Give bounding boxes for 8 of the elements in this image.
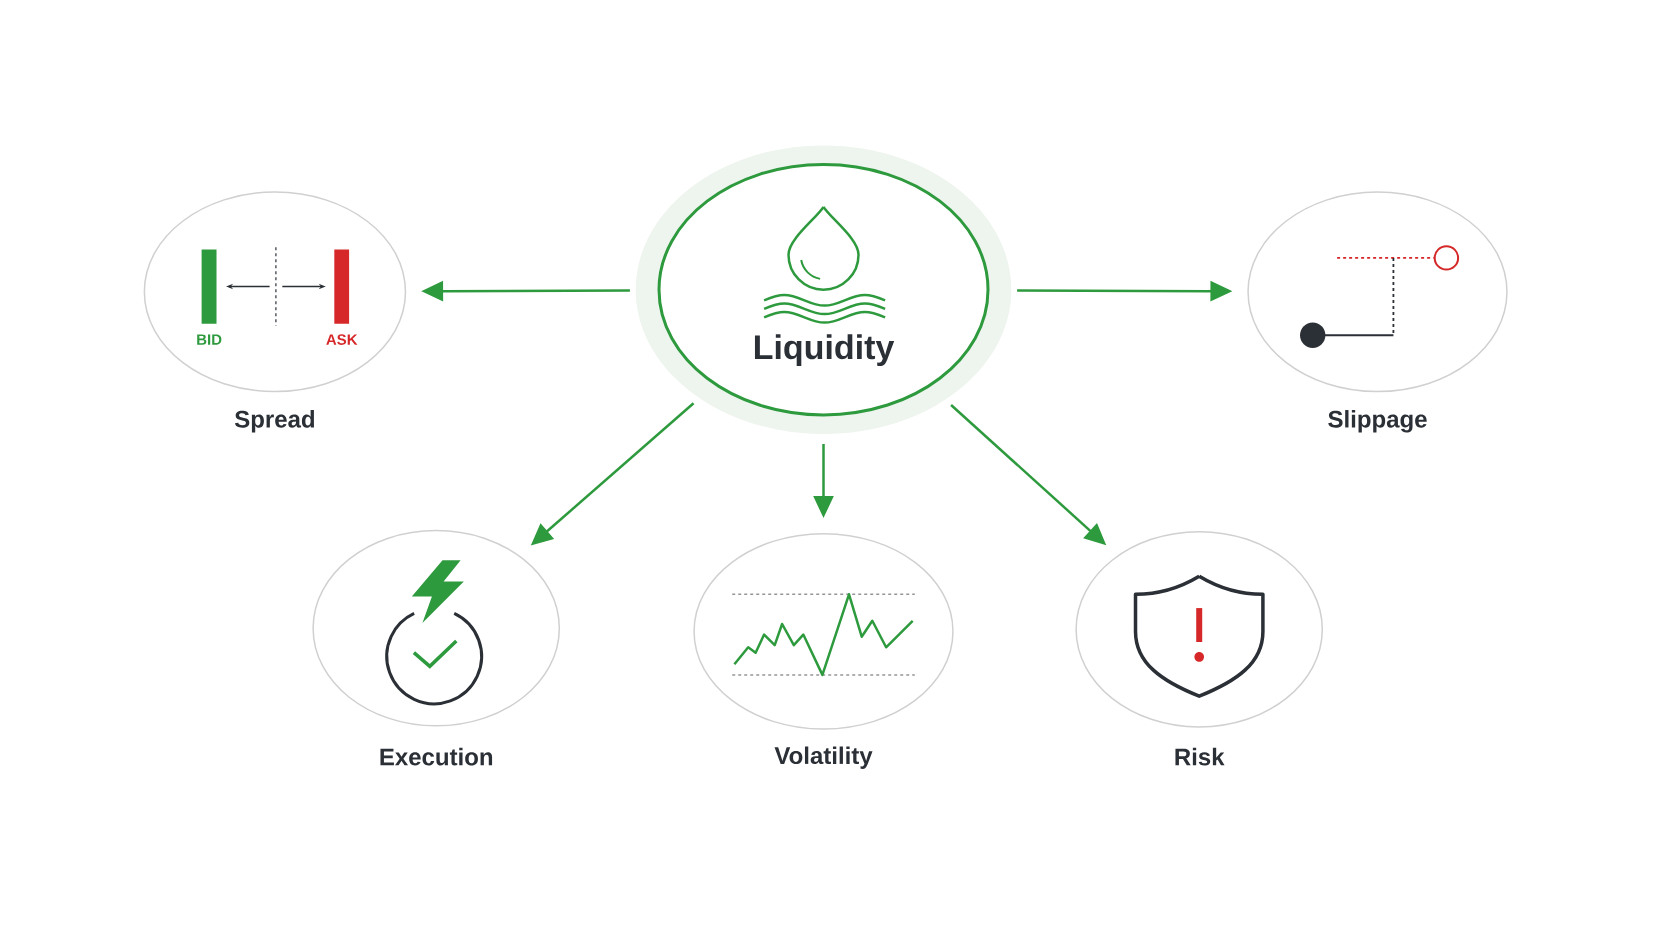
node-label: Spread: [234, 410, 314, 433]
node-label: Liquidity: [754, 334, 895, 367]
node-label: BID: [197, 334, 222, 345]
node-label: Volatility: [774, 746, 873, 769]
node-label: Execution: [380, 747, 493, 766]
node-label: ASK: [326, 334, 358, 345]
node-label: Slippage: [1328, 410, 1427, 433]
node-label: Risk: [1175, 747, 1225, 766]
